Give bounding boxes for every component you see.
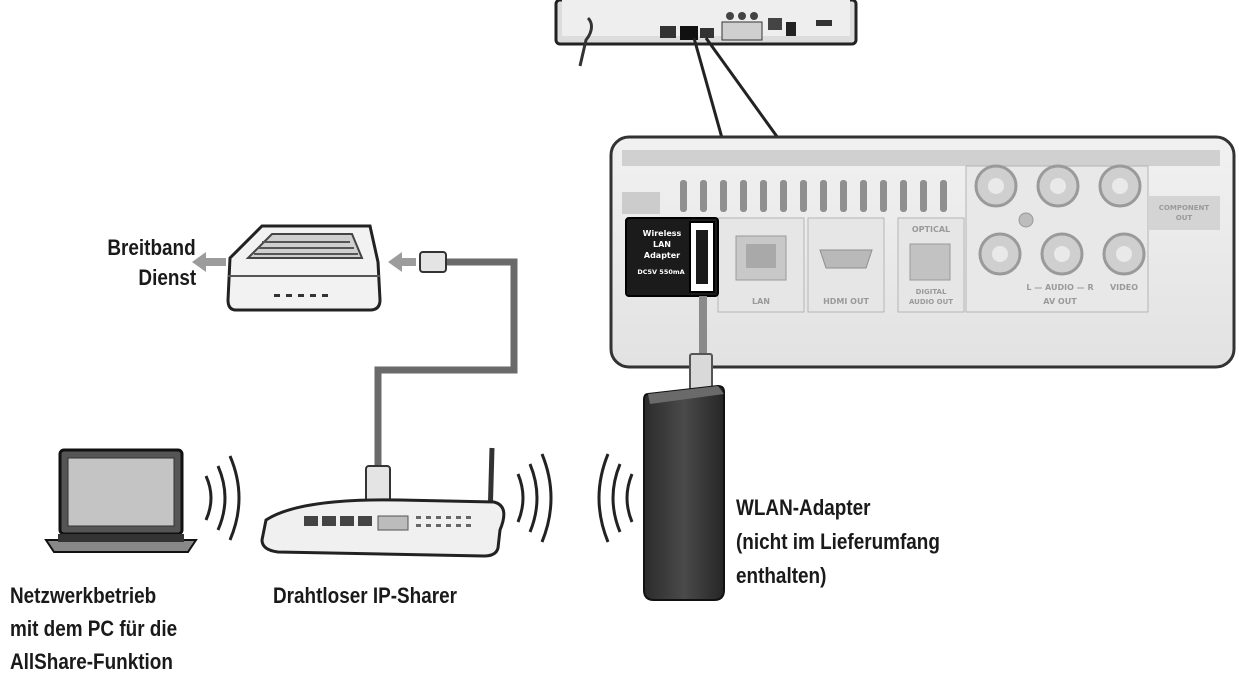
optical-bottom-label-2: AUDIO OUT	[909, 298, 953, 306]
component-label-2: OUT	[1176, 214, 1193, 222]
zoom-callout	[692, 37, 780, 139]
router-label: Drahtloser IP-Sharer	[273, 583, 458, 608]
player-unit	[554, 0, 858, 67]
adapter-label-line3: enthalten)	[736, 563, 827, 588]
wireless-waves-laptop	[204, 455, 241, 541]
video-label: VIDEO	[1110, 283, 1138, 292]
wlan-adapter-port: Wireless LAN Adapter DC5V 550mA	[625, 217, 719, 297]
wlan-port-text-4: DC5V 550mA	[637, 268, 684, 276]
adapter-label-line2: (nicht im Lieferumfang	[736, 529, 940, 554]
laptop-label-line3: AllShare-Funktion	[10, 649, 173, 674]
wlan-port-text-2: LAN	[653, 240, 671, 249]
optical-top-label: OPTICAL	[912, 225, 950, 234]
broadband-label-line2: Dienst	[138, 265, 196, 290]
laptop-label-line1: Netzwerkbetrieb	[10, 583, 157, 608]
optical-bottom-label-1: DIGITAL	[916, 288, 947, 296]
laptop	[44, 448, 198, 553]
broadband-label-line1: Breitband	[107, 235, 196, 260]
wireless-waves-router	[516, 453, 553, 543]
broadband-modem	[226, 224, 382, 312]
audio-lr-label: L — AUDIO — R	[1026, 283, 1093, 292]
wlan-port-text-1: Wireless	[643, 229, 682, 238]
wlan-port-text-3: Adapter	[644, 251, 680, 260]
cable-arrow-into-modem	[388, 252, 416, 272]
wireless-router	[260, 447, 506, 558]
hdmi-port-label: HDMI OUT	[823, 297, 869, 306]
lan-port-label: LAN	[752, 297, 770, 306]
rear-panel: LAN HDMI OUT OPTICAL DIGITAL AUDIO OUT L…	[609, 135, 1236, 369]
broadband-arrow-left	[192, 252, 226, 272]
laptop-label-line2: mit dem PC für die	[10, 616, 178, 641]
adapter-label-line1: WLAN-Adapter	[736, 495, 871, 520]
wlan-adapter-dongle	[643, 384, 725, 601]
av-out-label: AV OUT	[1043, 297, 1077, 306]
component-label-1: COMPONENT	[1159, 204, 1210, 212]
wireless-waves-adapter	[597, 453, 634, 543]
